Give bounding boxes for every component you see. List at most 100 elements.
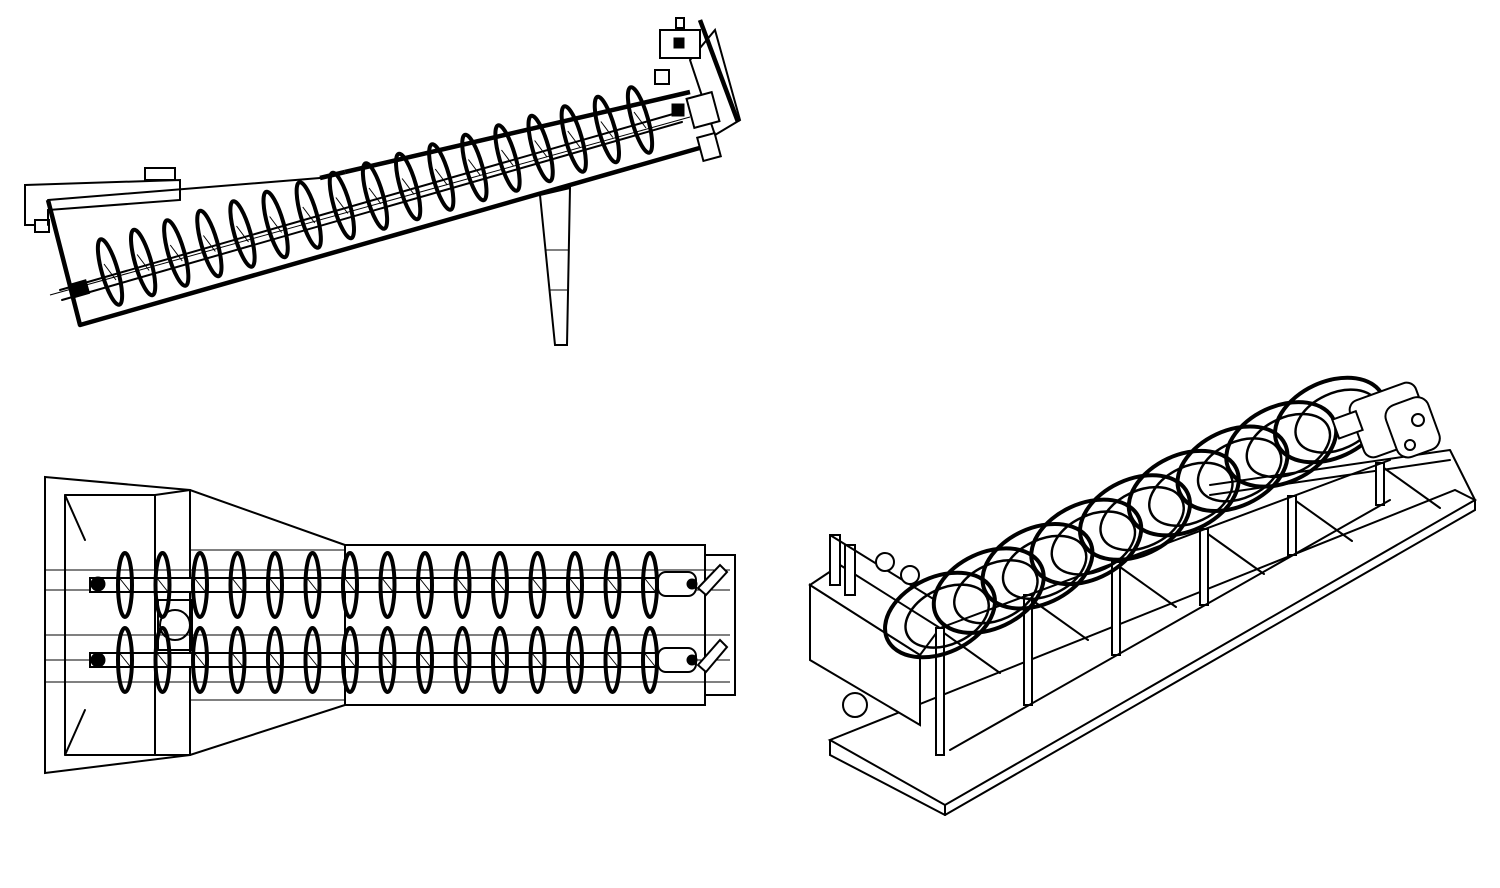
- plan-flight-blade: [229, 574, 246, 596]
- side-flight-blade: [434, 168, 448, 186]
- iso-flight-outer: [1126, 448, 1241, 538]
- plan-flight-blade: [454, 574, 471, 596]
- isometric-drawing: [808, 375, 1478, 816]
- side-flight-blade: [202, 235, 216, 252]
- plan-flight-blade: [229, 649, 246, 671]
- plan-flight: [341, 551, 359, 619]
- frame-brace: [1119, 566, 1177, 608]
- plan-flight-blade: [416, 574, 434, 596]
- plan-flight-blade: [191, 574, 209, 596]
- plan-flight: [228, 626, 247, 694]
- frame-post: [1287, 495, 1297, 556]
- side-elevation-view: [0, 0, 760, 360]
- plan-flight: [303, 551, 322, 619]
- plan-flight-blade: [379, 649, 396, 671]
- side-flight: [360, 161, 390, 231]
- plan-view: [30, 460, 750, 790]
- side-flight: [526, 113, 555, 184]
- iso-trough-edges: [939, 459, 1391, 751]
- plan-flight-blade: [266, 574, 284, 596]
- side-flight-blade: [269, 216, 283, 233]
- plan-flight-blade: [341, 574, 359, 596]
- plan-flight-blade: [604, 574, 621, 596]
- side-flight-blade: [534, 140, 548, 157]
- plan-flight: [378, 626, 397, 694]
- iso-flight-inner: [1245, 412, 1332, 479]
- trough: [45, 89, 711, 328]
- side-flight: [228, 199, 257, 269]
- plan-flight: [528, 551, 547, 619]
- frame-brace: [943, 632, 1001, 674]
- plan-flight-blade: [341, 649, 359, 671]
- lower-screw-flights: [116, 626, 659, 694]
- plan-flight: [416, 626, 434, 694]
- upper-screw-flights: [116, 551, 659, 619]
- frame-post: [1375, 462, 1385, 506]
- side-flight-blade: [567, 130, 581, 148]
- iso-inlet-box: [808, 534, 942, 727]
- support-leg: [538, 186, 572, 346]
- side-elevation-drawing: [24, 17, 742, 346]
- frame-post: [1111, 561, 1121, 656]
- side-flight: [129, 227, 158, 298]
- plan-flight: [491, 626, 509, 694]
- plan-flight: [641, 626, 659, 694]
- plan-flight-blade: [491, 574, 509, 596]
- side-flight: [625, 85, 655, 155]
- side-flight: [592, 94, 621, 165]
- side-flight: [493, 123, 522, 193]
- plan-flight: [416, 551, 434, 619]
- plan-flight: [566, 626, 584, 694]
- plan-flight: [228, 551, 247, 619]
- plan-flight-blade: [416, 649, 434, 671]
- plan-flight-blade: [529, 574, 546, 596]
- plan-flight: [341, 626, 359, 694]
- plan-flight: [378, 551, 397, 619]
- inlet-box: [24, 167, 181, 233]
- plan-flight: [603, 626, 622, 694]
- plan-flight: [116, 551, 134, 619]
- iso-flight-outer: [883, 570, 997, 660]
- side-flight-blade: [600, 121, 614, 138]
- plan-flight-blade: [641, 649, 659, 671]
- frame-post: [1199, 528, 1209, 606]
- plan-flight-blade: [491, 649, 509, 671]
- iso-flight-outer: [1029, 497, 1144, 587]
- plan-flight-blade: [641, 574, 659, 596]
- plan-flight: [153, 551, 172, 619]
- plan-flight: [566, 551, 584, 619]
- frame-brace: [1207, 533, 1265, 575]
- plan-flight: [641, 551, 659, 619]
- plan-flight: [491, 551, 509, 619]
- side-flight-blade: [103, 263, 117, 281]
- plan-tank-outline: [44, 475, 736, 775]
- side-flight-blade: [467, 159, 481, 176]
- plan-flight: [603, 551, 622, 619]
- iso-flight-outer: [1078, 473, 1192, 562]
- frame-brace: [1383, 467, 1441, 509]
- drive-unit: [654, 17, 742, 163]
- plan-flight: [453, 551, 472, 619]
- plan-flight-blade: [454, 649, 471, 671]
- side-flight: [95, 237, 125, 307]
- plan-flight: [153, 626, 172, 694]
- side-flight-blade: [401, 178, 415, 195]
- side-flight-blade: [169, 244, 183, 262]
- iso-flight-outer: [1175, 424, 1290, 514]
- plan-flight-blade: [191, 649, 209, 671]
- plan-view-drawing: [44, 475, 736, 775]
- side-flight: [162, 218, 191, 288]
- isometric-spiral-flights: [883, 375, 1387, 660]
- side-flight: [294, 180, 323, 250]
- side-flight-blade: [236, 225, 249, 243]
- plan-flight-blade: [566, 649, 584, 671]
- side-flight: [427, 142, 456, 212]
- plan-flight: [528, 626, 547, 694]
- plan-flight-blade: [566, 574, 584, 596]
- frame-brace: [1295, 500, 1353, 542]
- iso-motor: [1331, 381, 1441, 459]
- plan-flight-blade: [529, 649, 546, 671]
- plan-flight: [453, 626, 472, 694]
- side-flight: [327, 170, 356, 241]
- plan-flight: [266, 551, 284, 619]
